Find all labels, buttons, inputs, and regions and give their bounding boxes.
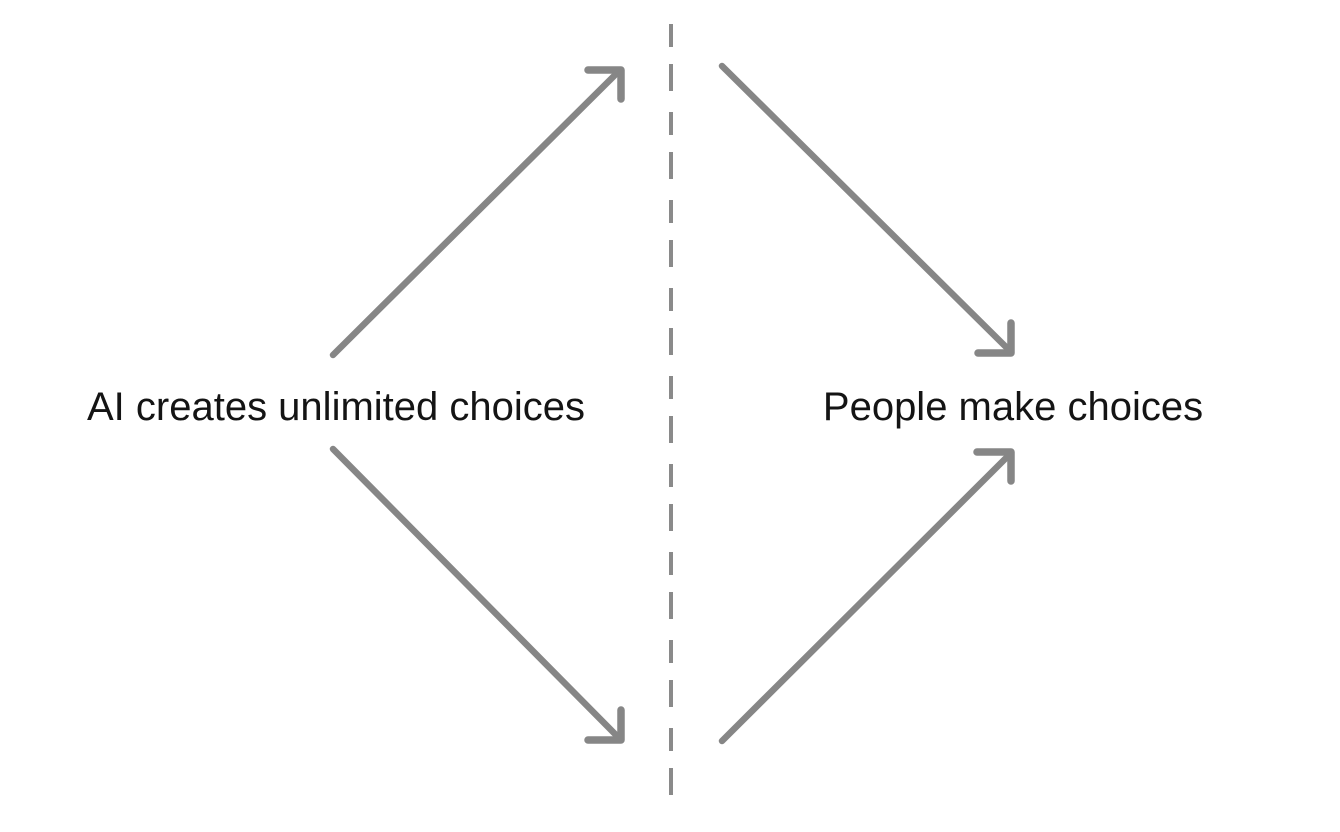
label-right: People make choices — [822, 385, 1204, 429]
label-left: AI creates unlimited choices — [86, 385, 586, 429]
arrow-bottom-center-to-right-icon — [718, 448, 1015, 745]
arrow-left-to-top-center-icon — [329, 66, 625, 359]
arrow-left-to-bottom-center-icon — [329, 445, 625, 744]
arrow-top-center-to-right-icon — [718, 62, 1015, 357]
